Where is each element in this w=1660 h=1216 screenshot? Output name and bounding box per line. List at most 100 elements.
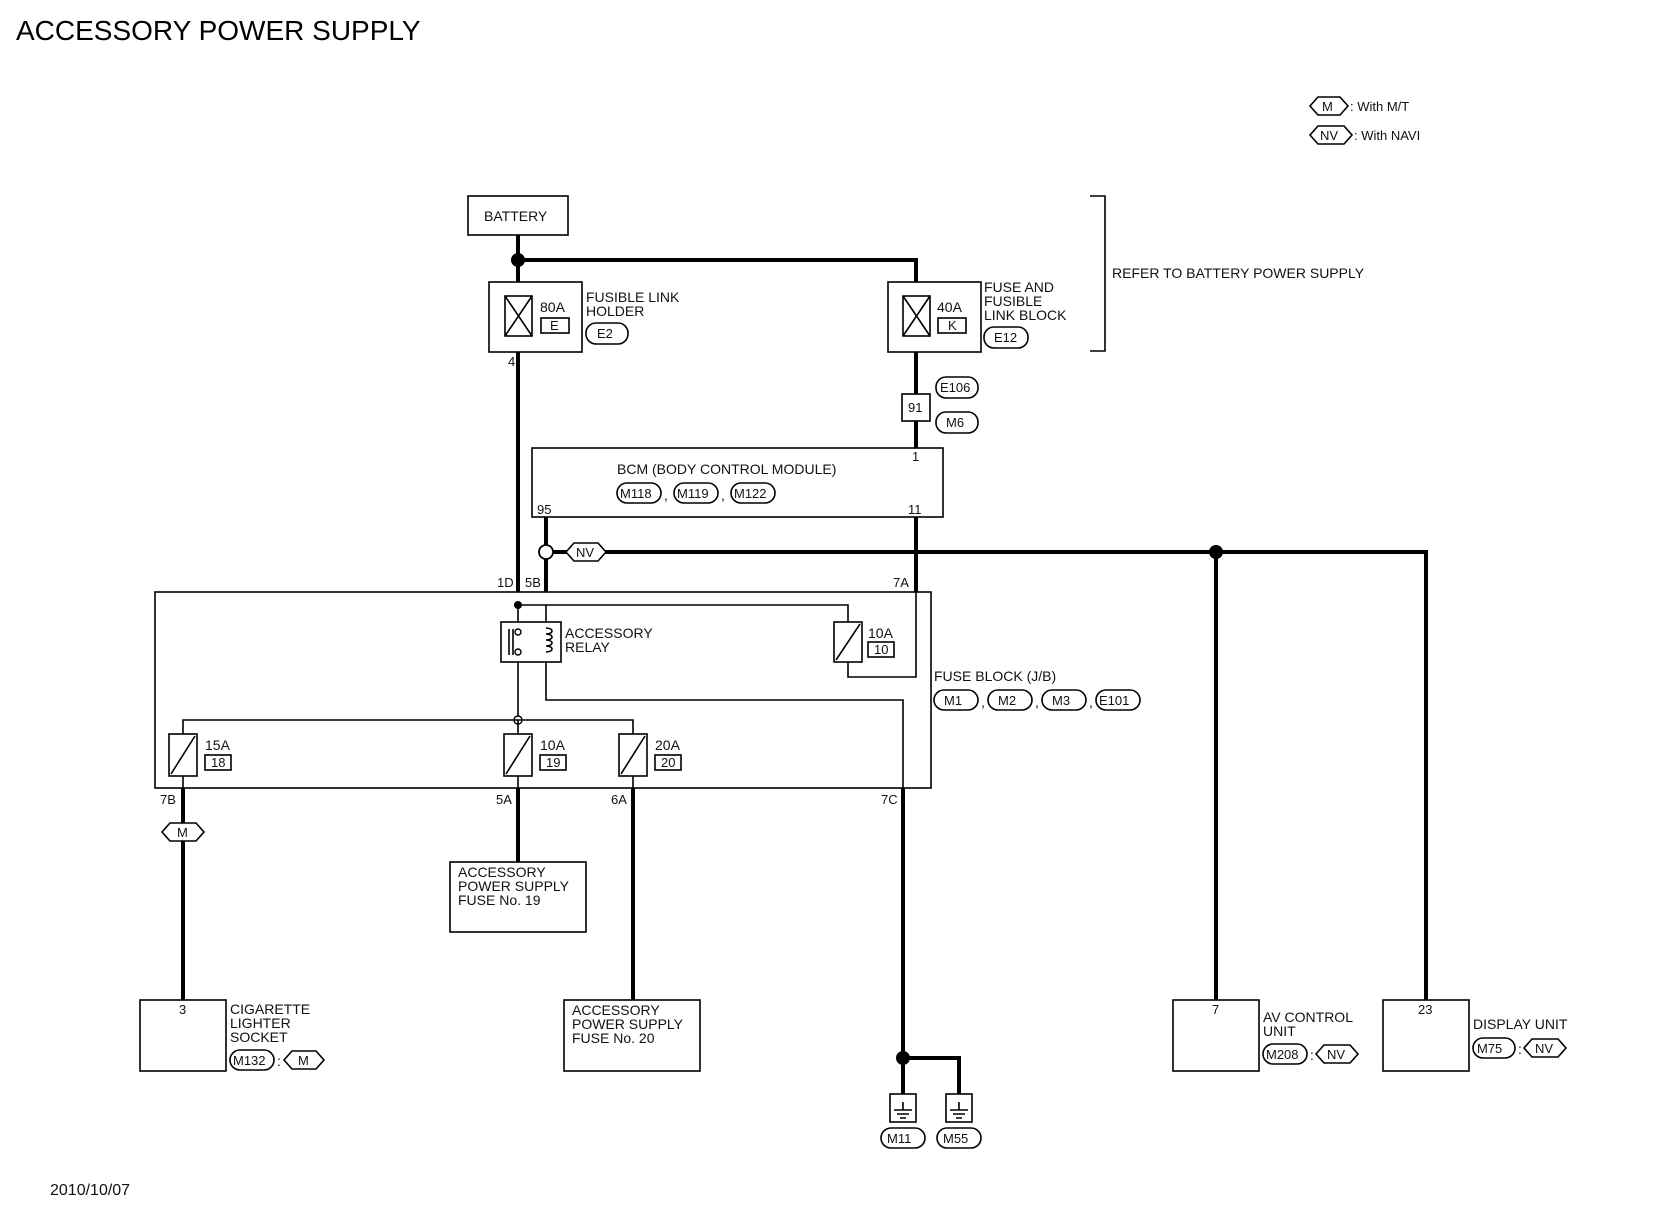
ground-m55: M55 (936, 1093, 982, 1149)
display-connector-pill (1472, 1037, 1516, 1059)
joint-connector-2: M6 (946, 415, 964, 430)
bcm-connector-2: M119 (677, 486, 709, 501)
joint-pin: 91 (908, 400, 922, 415)
fuse-block-connector-4: E101 (1099, 693, 1129, 708)
fuse19-destination-box (449, 861, 587, 933)
ground-m11: M11 (880, 1093, 926, 1149)
splice-battery (511, 253, 525, 267)
bcm-connector-1-pill (616, 482, 662, 504)
nv-tag: NV (576, 545, 594, 560)
fuse-block-pin-5a: 5A (496, 792, 512, 807)
ground-m11-pill (880, 1127, 926, 1149)
av-pin: 7 (1212, 1002, 1219, 1017)
cigarette-connector: M132 (233, 1053, 266, 1068)
ground-m55-label: M55 (943, 1131, 968, 1146)
bcm-connector-2-pill (673, 482, 719, 504)
legend-m-code: M (1322, 99, 1333, 114)
ground-m55-icon (950, 1102, 968, 1119)
fusible-link-label-1: FUSIBLE LINK (586, 289, 680, 305)
bcm-connector-3: M122 (734, 486, 767, 501)
cigarette-tag-hex (282, 1050, 326, 1070)
fuse-block-label: FUSE BLOCK (J/B) (934, 668, 1056, 684)
cigarette-connector-pill (229, 1049, 275, 1071)
wire-battery-fuseblock (518, 258, 918, 282)
ground-m11-label: M11 (887, 1131, 911, 1146)
legend: M : With M/T NV : With NAVI (1308, 96, 1420, 145)
av-connector-pill (1262, 1043, 1308, 1065)
open-splice-nv (538, 544, 554, 560)
battery-label: BATTERY (484, 208, 548, 224)
av-colon: : (1310, 1047, 1314, 1063)
fuse20-label-2: POWER SUPPLY (572, 1016, 684, 1032)
bcm-connector-1: M118 (620, 486, 652, 501)
battery-box (467, 195, 569, 236)
fuse-block-connector-3-pill (1041, 689, 1087, 711)
fuse-block-comma-3: , (1089, 694, 1093, 710)
fuse-block-connector-3: M3 (1052, 693, 1070, 708)
legend-m-text: : With M/T (1350, 99, 1409, 114)
av-tag: NV (1327, 1047, 1345, 1062)
fuse-block-pin-7c: 7C (881, 792, 898, 807)
legend-m-hex (1308, 96, 1350, 116)
wire-ground-m55 (903, 1056, 961, 1094)
fusible-link-amp: 80A (540, 299, 566, 315)
display-unit-box (1382, 999, 1470, 1072)
fuse-link-block-connector-pill (983, 326, 1029, 349)
relay-switch-icon (508, 629, 514, 655)
fuse-link-block-label-2: FUSIBLE (984, 293, 1042, 309)
fuse-block-pin-5b: 5B (525, 575, 541, 590)
joint-connector-2-pill (935, 411, 979, 434)
fuse-link-block-amp: 40A (937, 299, 963, 315)
av-control-box (1172, 999, 1260, 1072)
fuse-link-block-connector: E12 (994, 330, 1017, 345)
fuse-19-num: 19 (546, 755, 560, 770)
fuse-block-connector-2: M2 (998, 693, 1016, 708)
m-tag-hex (160, 822, 206, 842)
ground-m11-box (889, 1093, 917, 1123)
fuse-link-block-label-1: FUSE AND (984, 279, 1054, 295)
display-connector: M75 (1477, 1041, 1502, 1056)
cigarette-label-2: LIGHTER (230, 1015, 291, 1031)
display-tag: NV (1535, 1041, 1553, 1056)
fuse-link-block-box (887, 281, 982, 353)
fuse-block-pin-1d: 1D (497, 575, 514, 590)
cigarette-label-1: CIGARETTE (230, 1001, 310, 1017)
display-tag-hex (1522, 1038, 1568, 1058)
av-label-1: AV CONTROL (1263, 1009, 1353, 1025)
joint-connector-1-pill (935, 376, 979, 399)
fuse-block-connector-4-pill (1095, 689, 1141, 711)
fuse-18-num: 18 (211, 755, 225, 770)
fuse-block-connector-1: M1 (944, 693, 962, 708)
fuse-18-icon (170, 735, 196, 775)
cigarette-tag: M (298, 1053, 309, 1068)
refer-note: REFER TO BATTERY POWER SUPPLY (1112, 265, 1365, 281)
wire-internal-fuse-outs (182, 776, 634, 788)
fuse-block-pin-6a: 6A (611, 792, 627, 807)
relay-contact-top (514, 628, 522, 636)
fusible-link-cross-icon (504, 295, 533, 337)
fuse-19-icon (505, 735, 531, 775)
fusible-link-connector: E2 (597, 326, 613, 341)
fusible-link-pin: 4 (508, 354, 515, 369)
display-colon: : (1518, 1041, 1522, 1057)
fuse-19-amp: 10A (540, 737, 566, 753)
fuse-block-comma-1: , (981, 694, 985, 710)
fuse-link-block-label-3: LINK BLOCK (984, 307, 1067, 323)
wire-internal-to-fuse10 (518, 604, 849, 622)
fuse-18-num-box (204, 754, 232, 771)
ground-m55-pill (936, 1127, 982, 1149)
fusible-link-label-2: HOLDER (586, 303, 644, 319)
fuse-20-amp: 20A (655, 737, 681, 753)
fuse19-label-1: ACCESSORY (458, 864, 546, 880)
fuse-18-amp: 15A (205, 737, 231, 753)
cigarette-colon: : (277, 1053, 281, 1069)
fuse-block-connector-2-pill (987, 689, 1033, 711)
display-pin: 23 (1418, 1002, 1432, 1017)
wire-coil-to-7c (545, 662, 904, 788)
fuse-block-connector-1-pill (933, 689, 979, 711)
bcm-box (531, 447, 944, 518)
fuse20-destination-box (563, 999, 701, 1072)
fuse-10-num: 10 (874, 642, 888, 657)
fuse-10-num-box (867, 641, 895, 658)
refer-bracket (1090, 195, 1106, 352)
